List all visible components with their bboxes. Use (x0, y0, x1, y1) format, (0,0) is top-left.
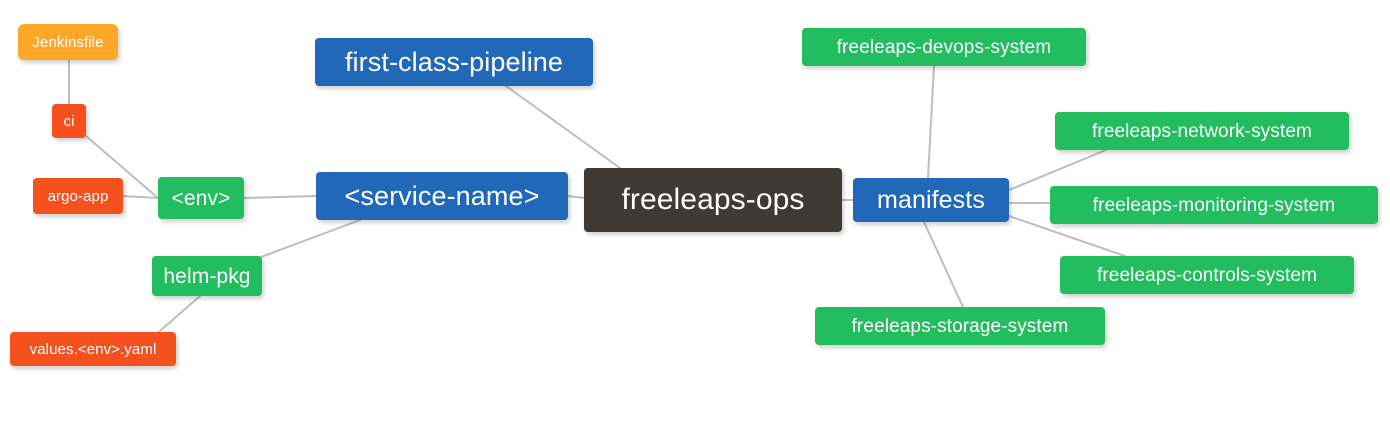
node-devops-system[interactable]: freeleaps-devops-system (802, 28, 1086, 66)
node-label-values-yaml: values.<env>.yaml (29, 340, 157, 358)
node-label-helm-pkg: helm-pkg (163, 264, 251, 288)
node-label-storage-system: freeleaps-storage-system (851, 315, 1069, 337)
edge-manifests-to-storage-system (923, 221, 964, 308)
node-label-network-system: freeleaps-network-system (1092, 120, 1312, 142)
node-label-freeleaps-ops: freeleaps-ops (621, 183, 805, 216)
node-label-monitoring-system: freeleaps-monitoring-system (1092, 194, 1336, 216)
edge-helm-pkg-to-service-name (252, 219, 361, 261)
node-helm-pkg[interactable]: helm-pkg (152, 256, 262, 296)
node-label-argo-app: argo-app (47, 187, 109, 205)
node-ci[interactable]: ci (52, 104, 86, 138)
node-label-manifests: manifests (877, 185, 985, 214)
node-first-class-pipeline[interactable]: first-class-pipeline (315, 38, 593, 86)
edge-manifests-to-network-system (1008, 149, 1107, 191)
node-label-first-class-pipeline: first-class-pipeline (344, 46, 564, 77)
node-env[interactable]: <env> (158, 177, 244, 219)
node-label-controls-system: freeleaps-controls-system (1096, 264, 1318, 286)
node-label-service-name: <service-name> (344, 180, 540, 211)
edge-service-name-to-freeleaps-ops (567, 195, 585, 199)
node-freeleaps-ops[interactable]: freeleaps-ops (584, 168, 842, 232)
edge-manifests-to-devops-system (927, 65, 935, 179)
node-network-system[interactable]: freeleaps-network-system (1055, 112, 1349, 150)
node-monitoring-system[interactable]: freeleaps-monitoring-system (1050, 186, 1378, 224)
node-manifests[interactable]: manifests (853, 178, 1009, 222)
edge-first-class-pipeline-to-freeleaps-ops (505, 85, 621, 169)
node-jenkinsfile[interactable]: Jenkinsfile (18, 24, 118, 60)
node-label-devops-system: freeleaps-devops-system (836, 36, 1052, 58)
node-label-env: <env> (171, 186, 231, 210)
node-label-ci: ci (63, 112, 75, 130)
node-controls-system[interactable]: freeleaps-controls-system (1060, 256, 1354, 294)
node-service-name[interactable]: <service-name> (316, 172, 568, 220)
node-storage-system[interactable]: freeleaps-storage-system (815, 307, 1105, 345)
edge-argo-app-to-env (122, 195, 159, 199)
edge-env-to-service-name (243, 195, 317, 199)
node-argo-app[interactable]: argo-app (33, 178, 123, 214)
node-values-yaml[interactable]: values.<env>.yaml (10, 332, 176, 366)
node-label-jenkinsfile: Jenkinsfile (32, 33, 104, 51)
